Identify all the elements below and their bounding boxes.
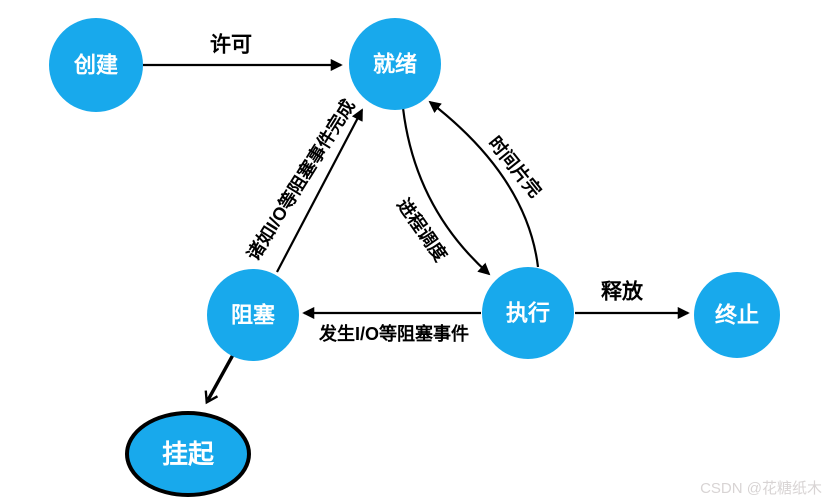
node-ready-circle <box>349 18 441 110</box>
edge-label-timeslice: 时间片完 <box>485 132 547 201</box>
edge-blocked-to-suspended <box>204 352 236 405</box>
edge-label-permit: 许可 <box>210 33 252 57</box>
node-create-circle <box>49 18 143 112</box>
node-running-circle <box>482 267 574 359</box>
edge-label-io-block: 发生I/O等阻塞事件 <box>318 323 469 344</box>
nodes: 创建 就绪 阻塞 执行 终止 挂起 <box>49 18 780 497</box>
node-terminated-label: 终止 <box>715 303 759 328</box>
edges <box>143 58 690 405</box>
node-suspended-ellipse <box>125 411 251 497</box>
node-terminated-circle <box>694 272 780 358</box>
edge-ready-to-running <box>401 107 491 276</box>
edge-blocked-to-ready <box>276 108 363 273</box>
node-running-label: 执行 <box>506 301 550 326</box>
edge-label-release: 释放 <box>601 280 644 304</box>
node-suspended-label: 挂起 <box>162 439 215 469</box>
edge-label-io-complete: 诸如I/O等阻塞事件完成 <box>242 95 358 264</box>
node-ready-label: 就绪 <box>373 52 417 77</box>
node-create-label: 创建 <box>73 53 118 78</box>
node-blocked-label: 阻塞 <box>231 303 276 328</box>
watermark: CSDN @花糖纸木 <box>700 480 822 497</box>
edge-label-schedule: 进程调度 <box>393 194 452 266</box>
node-blocked-circle <box>207 269 299 361</box>
edge-running-to-ready <box>428 100 540 268</box>
